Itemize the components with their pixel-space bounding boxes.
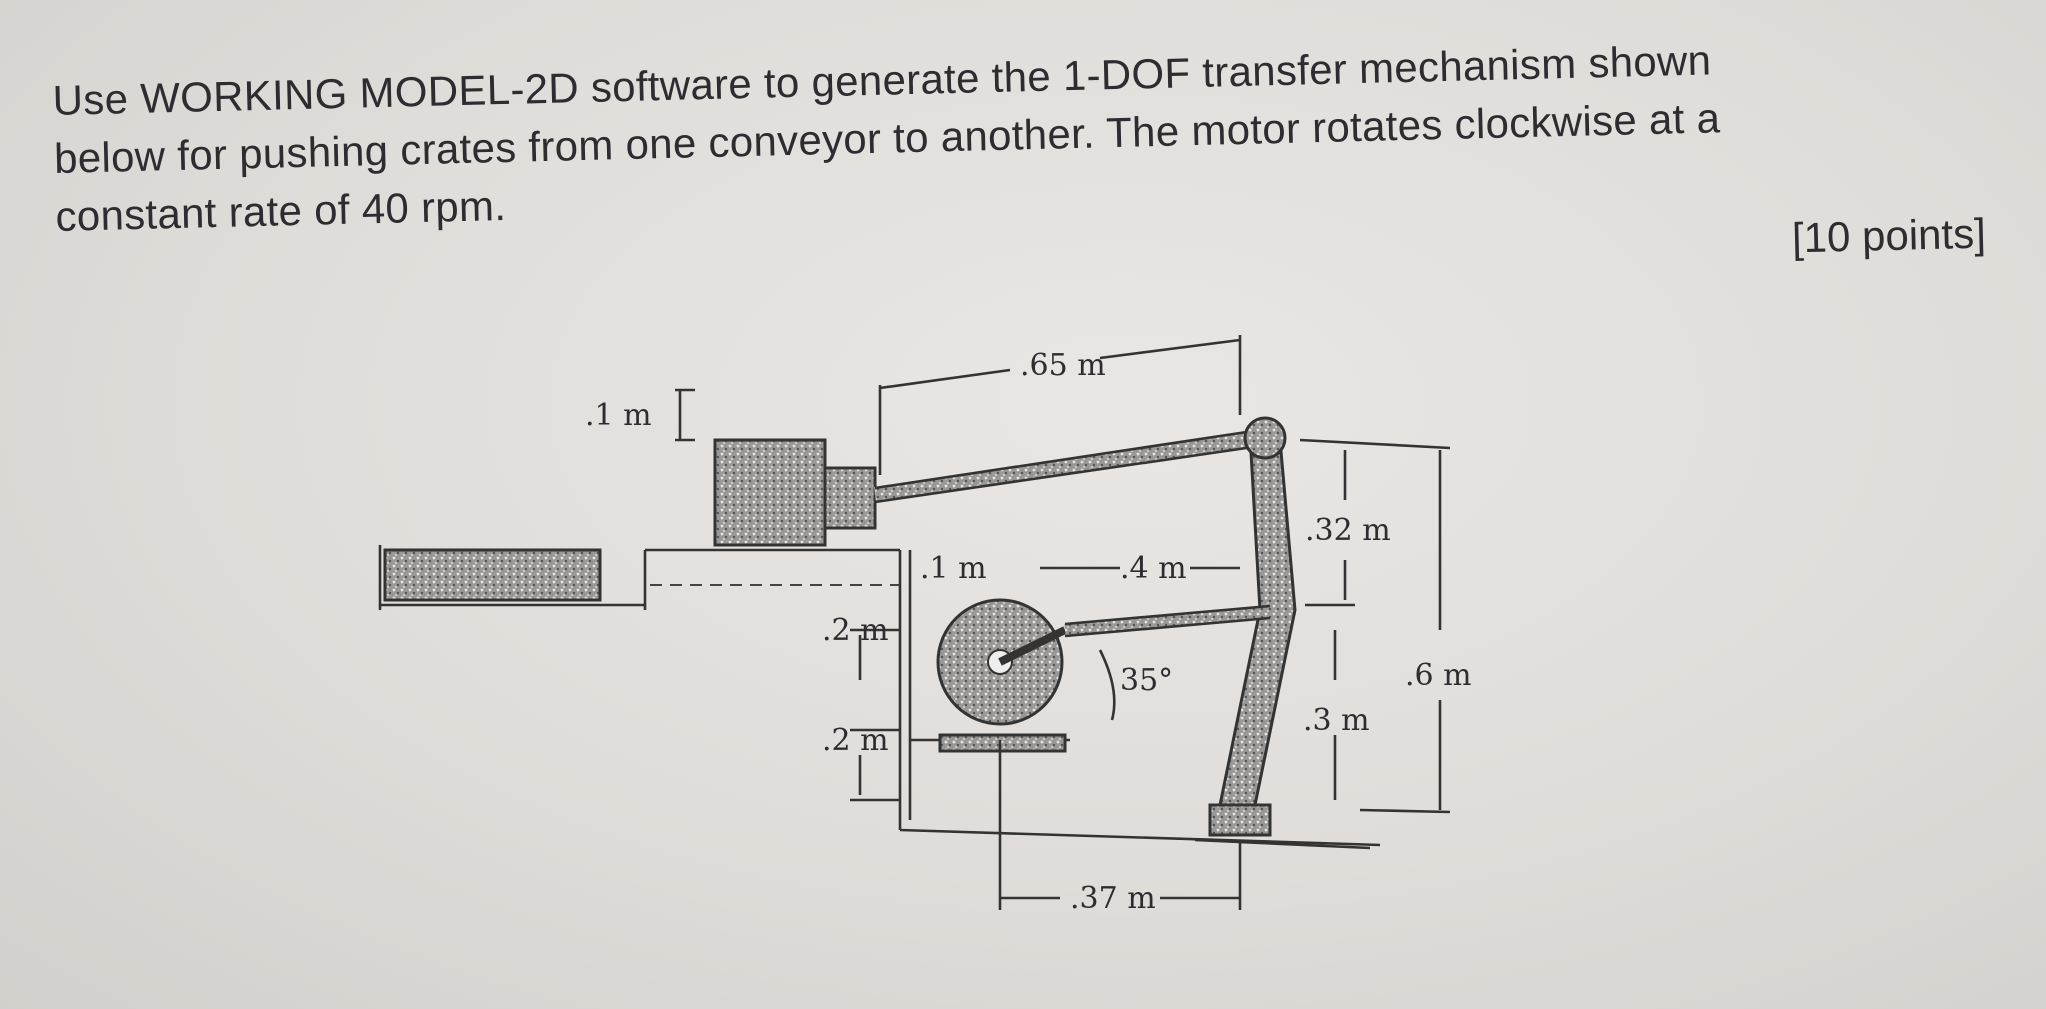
motor (936, 598, 1067, 753)
left-conveyor (378, 545, 645, 610)
dim-total-height: .6 m (1405, 658, 1472, 693)
crate (713, 438, 827, 547)
dim-crank-radius: .1 m (920, 551, 987, 586)
ground-pivot (1208, 803, 1272, 837)
dim-lower-arm: .3 m (1303, 703, 1370, 738)
dim-horizontal: .37 m (1070, 881, 1156, 916)
upper-platform (643, 548, 900, 610)
dim-crank-to-top: .65 m (1020, 348, 1106, 383)
dim-step2: .2 m (822, 723, 889, 758)
mechanism-diagram: .65 m .1 m .1 m .4 m .32 m .6 m .2 m .2 … (378, 335, 1472, 916)
pusher-head (823, 466, 877, 530)
dim-upper-arm: .32 m (1305, 513, 1391, 548)
points-label: [10 points] (1791, 209, 1987, 262)
crank-angle: 35° (1120, 663, 1173, 698)
dimension-lines (675, 335, 1451, 910)
push-rod (873, 430, 1262, 503)
rocker-top-pin (1243, 416, 1287, 460)
crank (998, 626, 1067, 666)
coupler-rod (1064, 606, 1271, 636)
dim-coupler: .4 m (1120, 551, 1187, 586)
problem-statement: Use WORKING MODEL-2D software to generat… (52, 25, 1986, 246)
dim-step1: .2 m (822, 613, 889, 648)
dim-crate-height: .1 m (585, 398, 652, 433)
